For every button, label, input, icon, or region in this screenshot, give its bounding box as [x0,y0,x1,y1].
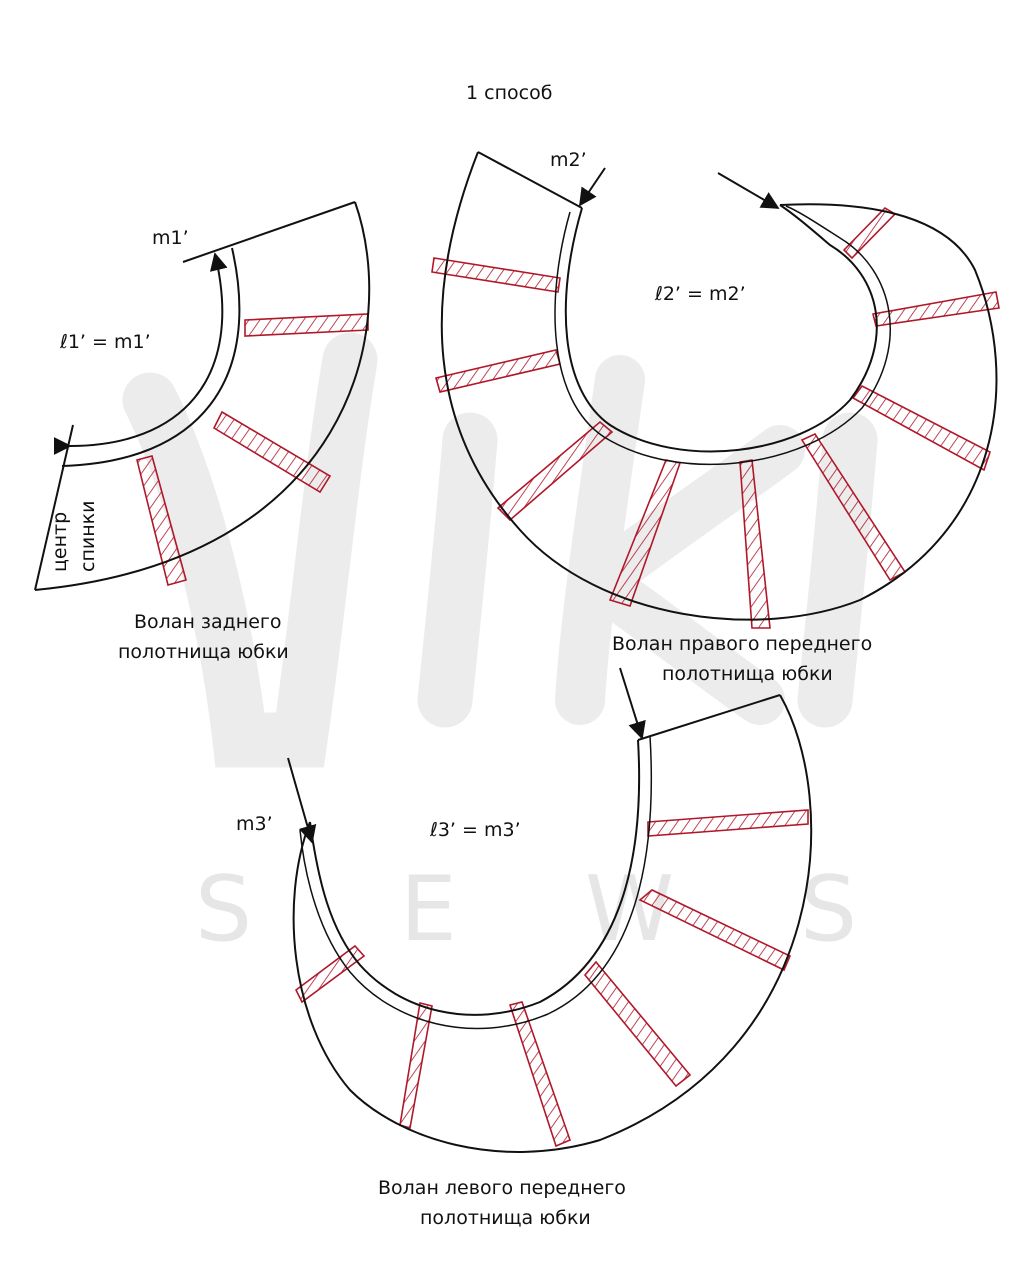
hatched-strip [508,1001,572,1148]
caption: Волан заднего [134,611,282,633]
hatched-strip [583,960,692,1088]
marker-label: m2’ [550,149,587,171]
caption: Волан левого переднего [378,1177,626,1199]
caption: Волан правого переднего [612,633,872,655]
watermark-letter: S [195,857,252,962]
hatched-strip [434,349,562,393]
marker-label: m1’ [152,227,189,249]
marker-label: m3’ [236,813,273,835]
hatched-strip [647,809,809,837]
ruffle-back-panel: m1’ ℓ1’ = m1’ центр спинки [34,201,371,591]
formula-label: ℓ1’ = m1’ [59,331,151,353]
hatched-strip [851,384,991,472]
hatched-strip [872,291,1000,327]
ruffle-left-front-panel: m3’ ℓ3’ = m3’ [236,667,813,1153]
hatched-strip [496,420,614,522]
formula-label: ℓ3’ = m3’ [429,819,521,841]
watermark-letter: E [400,857,457,962]
watermark-letter: S [800,857,857,962]
hatched-strip [431,257,561,293]
page-title: 1 способ [466,82,552,104]
hatched-strip [638,889,792,972]
hatched-strip [294,944,366,1004]
hatched-strip [842,206,897,260]
hatched-strip [739,459,771,629]
edge-label: центр [49,512,71,572]
caption: полотнища юбки [662,663,833,685]
hatched-strip [244,313,369,337]
hatched-strip [136,455,187,586]
edge-label: спинки [77,501,99,572]
caption: полотнища юбки [118,641,289,663]
caption: полотнища юбки [420,1207,591,1229]
hatched-strip [399,1002,433,1130]
formula-label: ℓ2’ = m2’ [654,283,746,305]
ruffle-right-front-panel: m2’ ℓ2’ = m2’ [431,149,1000,629]
